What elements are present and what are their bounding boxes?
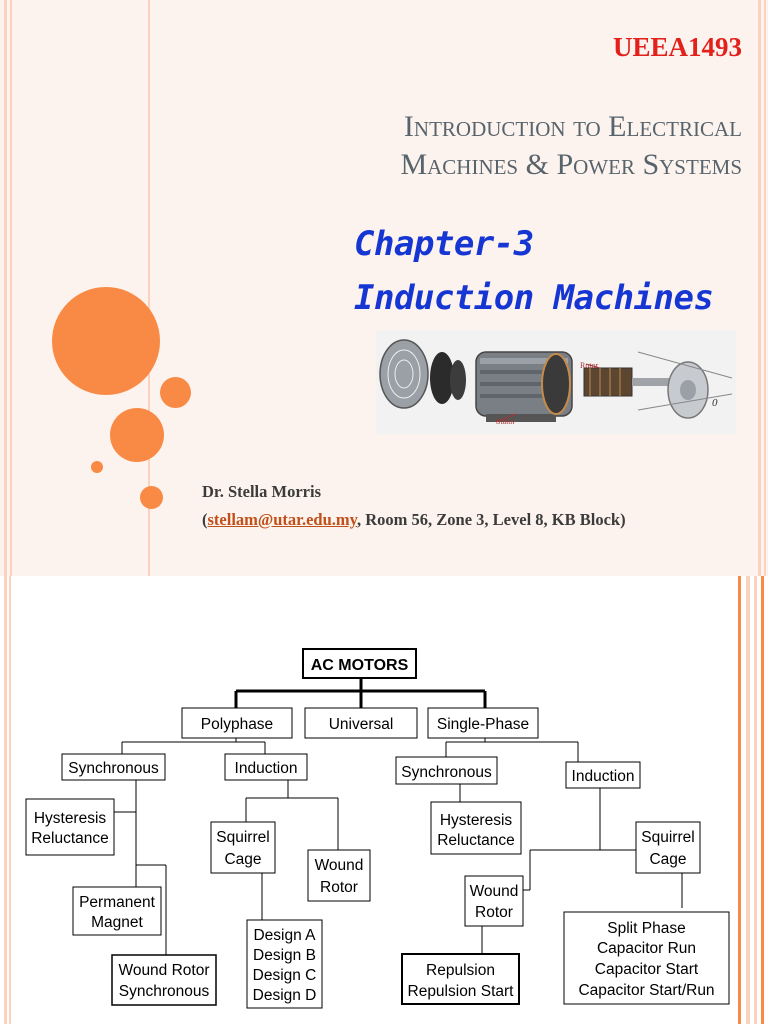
author-name: Dr. Stella Morris <box>202 482 321 501</box>
node-single-reluctance: Reluctance <box>437 832 515 849</box>
node-poly-induction: Induction <box>235 760 298 777</box>
node-single-induction: Induction <box>572 768 635 785</box>
right-stripe <box>761 576 764 1024</box>
node-split-phase: Split Phase <box>607 920 685 937</box>
node-poly-synchronous: Synchronous <box>68 760 159 777</box>
node-polyphase: Polyphase <box>201 716 273 733</box>
right-stripe <box>754 576 757 1024</box>
decor-circle-small <box>140 486 163 509</box>
node-poly-reluctance: Reluctance <box>31 830 109 847</box>
node-magnet: Magnet <box>91 914 143 931</box>
node-design-a: Design A <box>253 927 316 944</box>
node-wound-rotor: Wound Rotor <box>118 962 209 979</box>
classification-slide: AC MOTORS Polyphase Universal Single-Pha… <box>0 576 768 1024</box>
node-poly-rotor: Rotor <box>320 879 358 896</box>
node-single-rotor: Rotor <box>475 904 513 921</box>
left-stripe <box>9 576 11 1024</box>
right-stripe <box>764 0 766 576</box>
node-ac-motors: AC MOTORS <box>311 657 409 674</box>
node-synchronous: Synchronous <box>119 983 210 1000</box>
chapter-number: Chapter-3 <box>354 224 534 264</box>
decor-circle-large <box>52 287 160 395</box>
node-poly-squirrel: Squirrel <box>216 829 269 846</box>
divider-stripe <box>148 0 150 576</box>
node-capacitor-run: Capacitor Run <box>597 940 696 957</box>
left-stripe <box>10 0 12 576</box>
node-poly-wound: Wound <box>315 857 364 874</box>
right-stripe <box>758 0 761 576</box>
title-slide: UEEA1493 Introduction to Electrical Mach… <box>0 0 768 576</box>
node-repulsion-start: Repulsion Start <box>408 983 515 1000</box>
node-design-b: Design B <box>253 947 316 964</box>
course-title-line: Machines & Power Systems <box>400 148 742 181</box>
decor-circle-small <box>160 377 191 408</box>
left-stripe <box>4 0 7 576</box>
node-capacitor-start-run: Capacitor Start/Run <box>578 982 714 999</box>
ac-motors-tree: AC MOTORS Polyphase Universal Single-Pha… <box>25 648 730 1009</box>
rotor-label: Rotor <box>580 361 599 370</box>
node-single-phase: Single-Phase <box>437 716 529 733</box>
author-email-link[interactable]: stellam@utar.edu.my <box>207 510 358 529</box>
contact-paren: ( <box>202 510 208 529</box>
motor-exploded-image: Rotor Stator 0 <box>376 330 736 434</box>
node-universal: Universal <box>329 716 394 733</box>
decor-circle-tiny <box>91 461 103 473</box>
contact-details: , Room 56, Zone 3, Level 8, KB Block) <box>357 510 626 529</box>
node-design-c: Design C <box>253 967 317 984</box>
node-repulsion: Repulsion <box>426 962 495 979</box>
node-poly-cage: Cage <box>224 851 261 868</box>
right-stripe <box>746 576 750 1024</box>
right-stripe <box>738 576 741 1024</box>
node-design-d: Design D <box>253 987 317 1004</box>
course-code: UEEA1493 <box>612 32 742 62</box>
author-contact: (stellam@utar.edu.my, Room 56, Zone 3, L… <box>202 510 626 530</box>
course-title-line: Introduction to Electrical <box>403 110 742 143</box>
node-single-hysteresis: Hysteresis <box>440 812 513 829</box>
chapter-title: Induction Machines <box>354 278 714 318</box>
node-single-cage: Cage <box>649 851 686 868</box>
node-single-synchronous: Synchronous <box>401 764 492 781</box>
node-capacitor-start: Capacitor Start <box>595 961 699 978</box>
node-permanent: Permanent <box>79 894 156 911</box>
decor-circle-medium <box>110 408 164 462</box>
image-label: 0 <box>712 397 718 409</box>
left-stripe <box>4 576 7 1024</box>
node-poly-hysteresis: Hysteresis <box>34 810 107 827</box>
node-single-squirrel: Squirrel <box>641 829 694 846</box>
course-title: Introduction to Electrical Machines & Po… <box>182 108 742 184</box>
stator-label: Stator <box>496 417 515 426</box>
node-single-wound: Wound <box>470 883 519 900</box>
